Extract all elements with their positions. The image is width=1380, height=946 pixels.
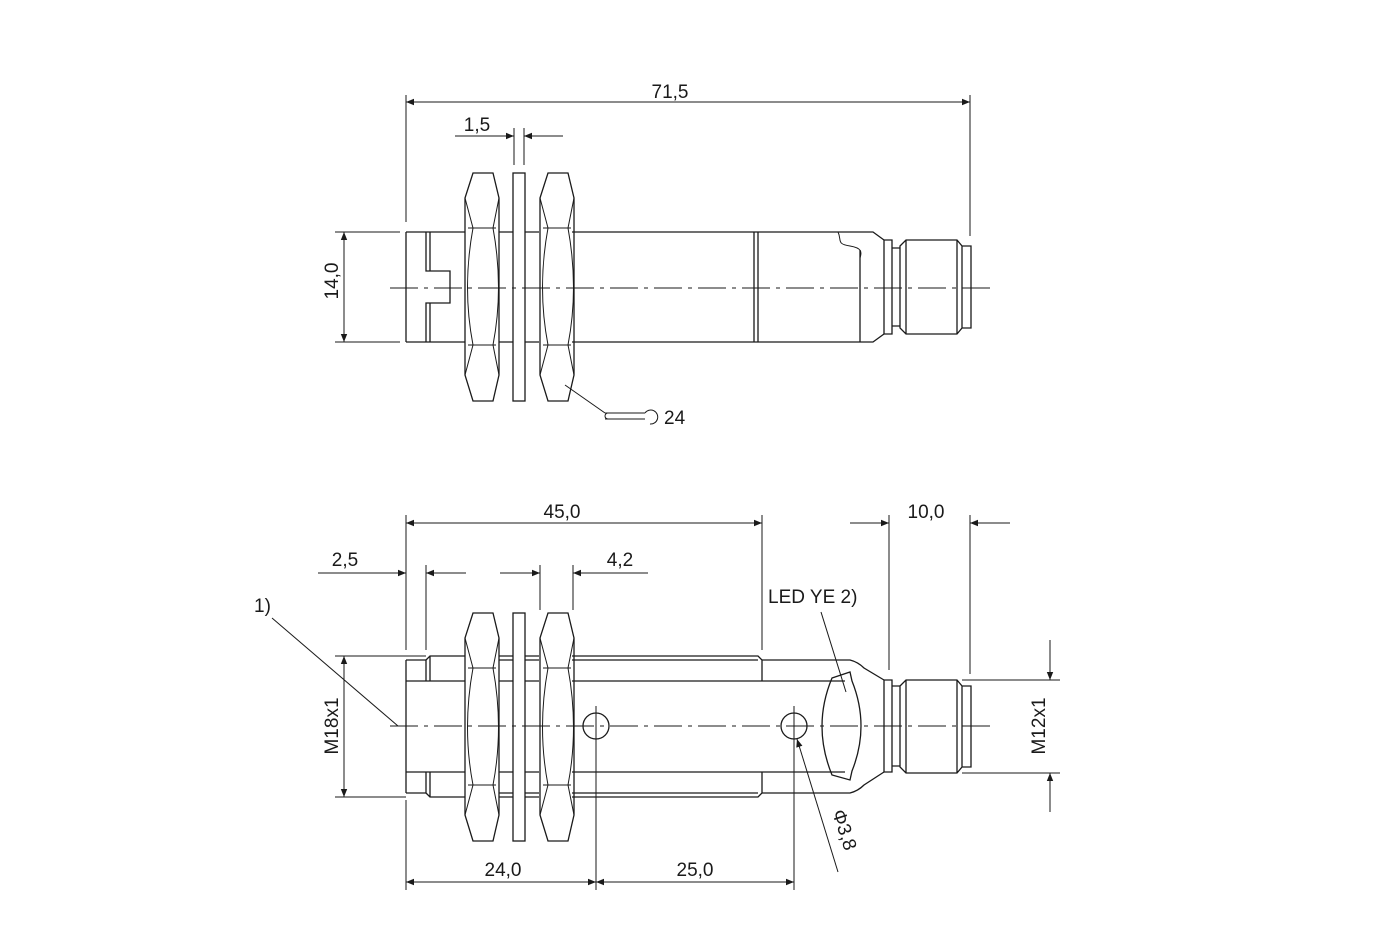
wrench-icon <box>604 409 659 425</box>
svg-text:24,0: 24,0 <box>485 860 522 881</box>
washer <box>512 612 526 842</box>
dimension-connector-length: 10,0 <box>850 502 1010 674</box>
svg-text:25,0: 25,0 <box>677 860 714 881</box>
dimension-thread-length: 45,0 <box>405 502 763 650</box>
dimension-connector-thread: M12x1 <box>962 640 1060 812</box>
svg-text:14,0: 14,0 <box>322 263 343 300</box>
dimension-diameter: 14,0 <box>322 231 400 343</box>
svg-text:1,5: 1,5 <box>464 115 490 136</box>
note-1-callout: 1) <box>254 596 399 727</box>
dimension-hole1-position: 24,0 <box>405 800 596 890</box>
dimension-hole-spacing: 25,0 <box>596 860 794 886</box>
svg-text:LED YE 2): LED YE 2) <box>768 587 857 608</box>
bottom-view: 45,0 10,0 2,5 4,2 M18x1 <box>254 502 1060 890</box>
washer <box>512 172 526 402</box>
svg-text:M18x1: M18x1 <box>322 697 343 754</box>
svg-text:1): 1) <box>254 596 271 617</box>
mounting-hole-2 <box>780 706 808 890</box>
wrench-size-callout: 24 <box>564 384 686 429</box>
led-callout: LED YE 2) <box>768 587 857 693</box>
dimension-total-length: 71,5 <box>405 82 971 236</box>
svg-text:24: 24 <box>664 408 686 429</box>
svg-text:M12x1: M12x1 <box>1029 697 1050 754</box>
sensor-body <box>405 231 972 343</box>
hex-nut-1 <box>464 172 500 402</box>
svg-text:Φ3,8: Φ3,8 <box>827 807 860 853</box>
svg-text:4,2: 4,2 <box>607 550 633 571</box>
sensor-body-side <box>405 655 972 798</box>
diameter-symbol: Φ <box>827 807 852 828</box>
top-view: 71,5 1,5 14,0 24 <box>322 82 992 429</box>
hex-nut-2 <box>539 612 575 842</box>
svg-text:45,0: 45,0 <box>544 502 581 523</box>
dimension-washer-thickness: 1,5 <box>455 115 563 165</box>
dimension-hole-diameter: Φ3,8 <box>796 738 860 873</box>
mounting-hole-1 <box>582 706 610 890</box>
hex-nut-2 <box>539 172 575 402</box>
svg-text:10,0: 10,0 <box>908 502 945 523</box>
led-lens <box>821 671 862 781</box>
svg-text:71,5: 71,5 <box>652 82 689 103</box>
dimension-front-offset: 2,5 <box>318 550 466 650</box>
svg-text:2,5: 2,5 <box>332 550 358 571</box>
hex-nut-1 <box>464 612 500 842</box>
dimension-nut-width: 4,2 <box>500 550 648 610</box>
